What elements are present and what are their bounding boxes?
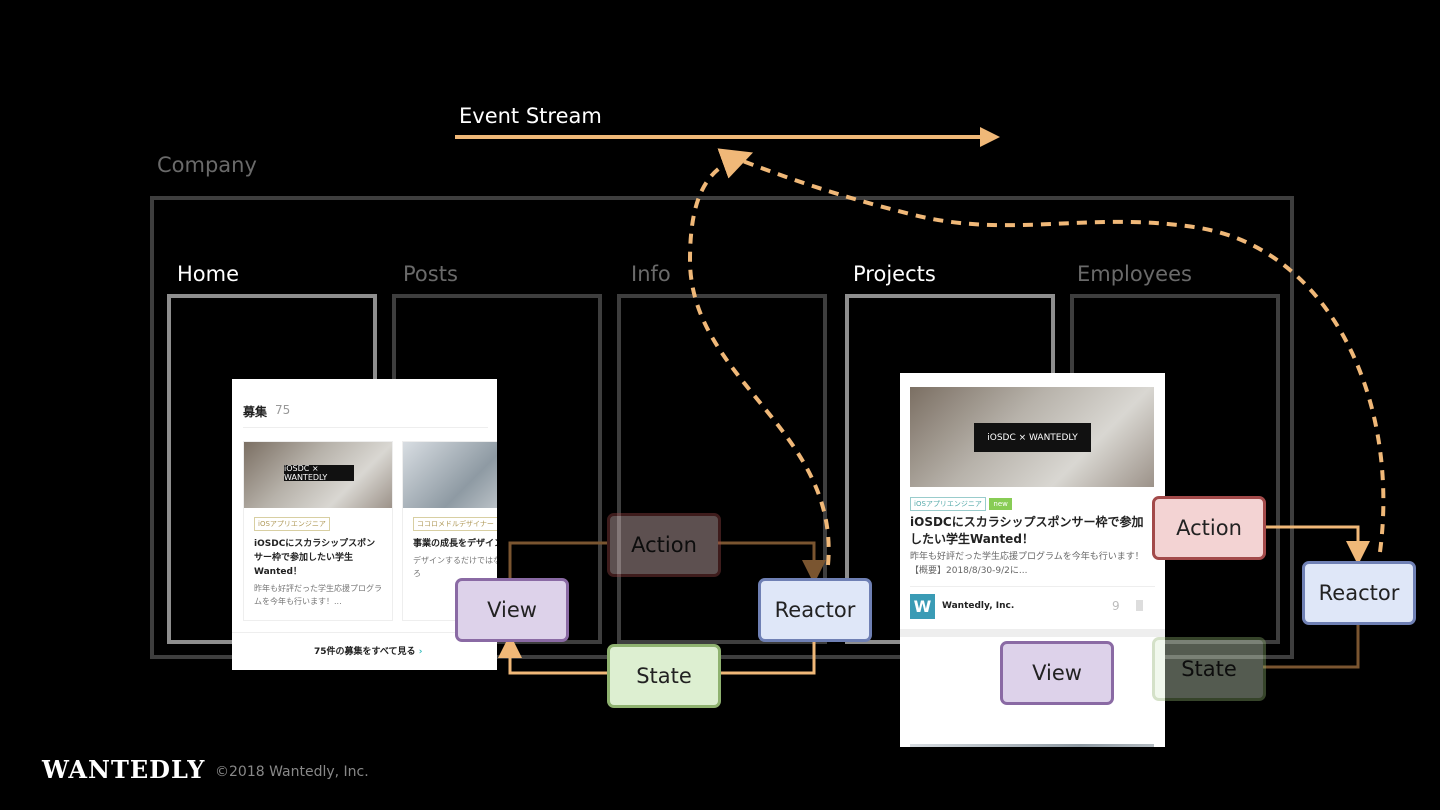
right-state-box: State: [1152, 637, 1266, 701]
tab-home: Home: [177, 262, 240, 286]
card-title: iOSDCにスカラシップスポンサー枠で参加したい学生Wanted！: [254, 539, 376, 577]
left-action-box: Action: [607, 513, 721, 577]
card-tag: ココロメドルデザイナー: [413, 517, 497, 531]
see-all-link[interactable]: 75件の募集をすべて見る ›: [314, 644, 422, 657]
right-reactor-box: Reactor: [1302, 561, 1416, 625]
wantedly-logo: WANTEDLY: [42, 755, 206, 784]
company-frame: [150, 196, 1294, 659]
event-stream-arrow: [455, 127, 1000, 147]
copyright: ©2018 Wantedly, Inc.: [215, 764, 369, 780]
card-tag: iOSアプリエンジニア: [910, 497, 986, 511]
left-reactor-box: Reactor: [758, 578, 872, 642]
company-logo-icon: W: [910, 594, 935, 619]
recruit-count: 75: [275, 403, 291, 417]
event-stream-label: Event Stream: [459, 104, 602, 128]
banner: iOSDC × WANTEDLY: [974, 423, 1091, 452]
tab-projects: Projects: [853, 262, 936, 286]
like-count: 9: [1112, 599, 1120, 613]
project-title[interactable]: iOSDCにスカラシップスポンサー枠で参加したい学生Wanted！: [910, 515, 1144, 546]
left-state-box: State: [607, 644, 721, 708]
company-name[interactable]: Wantedly, Inc.: [942, 601, 1015, 611]
tab-posts: Posts: [403, 262, 458, 286]
company-label: Company: [157, 153, 257, 177]
new-badge: new: [989, 498, 1012, 510]
banner: iOSDC × WANTEDLY: [284, 464, 354, 482]
project-card[interactable]: ココロメドルデザイナー 事業の成長をデザインでリードしたいデザイナー デザインす…: [402, 441, 497, 621]
right-action-box: Action: [1152, 496, 1266, 560]
left-cycle-lines: [498, 541, 826, 675]
dashed-event-arrows: [687, 148, 1386, 566]
project-desc: 昨年も好評だった学生応援プログラムを今年も行います！【概要】2018/8/30-…: [910, 552, 1144, 576]
see-all-text: 75件の募集をすべて見る: [314, 647, 416, 657]
right-view-box: View: [1000, 641, 1114, 705]
left-view-box: View: [455, 578, 569, 642]
info-panel: [617, 294, 827, 644]
recruit-header: 募集: [243, 405, 268, 419]
bookmark-icon[interactable]: [1136, 600, 1143, 611]
card-desc: デザインするだけではない深いところ: [413, 556, 497, 578]
card-desc: 昨年も好評だった学生応援プログラムを今年も行います！...: [254, 584, 382, 606]
tab-employees: Employees: [1077, 262, 1192, 286]
card-tag: iOSアプリエンジニア: [254, 517, 330, 531]
tab-info: Info: [631, 262, 671, 286]
project-card[interactable]: iOSDC × WANTEDLY iOSアプリエンジニア iOSDCにスカラシッ…: [243, 441, 393, 621]
card-title: 事業の成長をデザインでリードしたいデザイナー: [413, 539, 497, 549]
chevron-right-icon: ›: [418, 647, 423, 657]
home-screenshot: 募集 75 iOSDC × WANTEDLY iOSアプリエンジニア iOSDC…: [232, 379, 497, 670]
